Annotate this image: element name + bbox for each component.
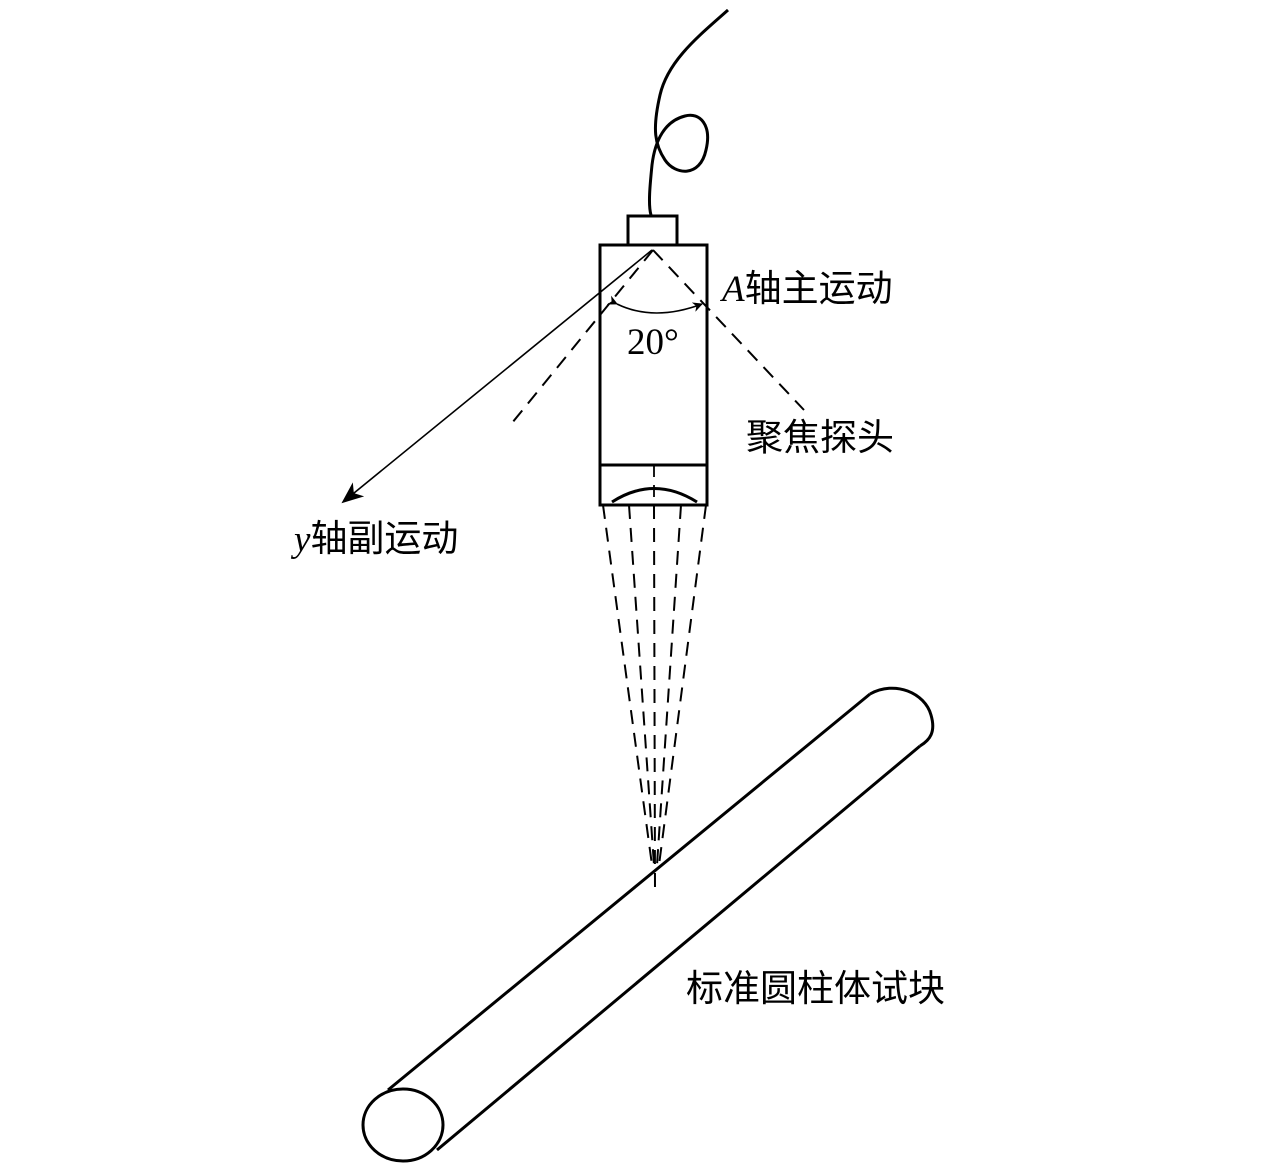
- probe-body: [598, 243, 709, 507]
- cylinder-specimen: [361, 686, 935, 1163]
- beam-line-3: [653, 504, 656, 891]
- y-axis-arrow: [341, 249, 653, 504]
- probe-connector: [626, 214, 679, 247]
- beam-line-2: [628, 504, 655, 866]
- probe-label: 聚焦探头: [746, 416, 894, 459]
- cone-line-right: [652, 249, 805, 411]
- probe-cable: [647, 8, 729, 216]
- angle-label: 20°: [627, 322, 679, 363]
- beam-line-4: [656, 504, 682, 866]
- y-axis-label: y轴副运动: [290, 517, 458, 560]
- beam-line-5: [658, 504, 707, 866]
- specimen-label: 标准圆柱体试块: [686, 967, 945, 1010]
- angle-arc: [606, 295, 703, 314]
- beam-line-1: [602, 504, 653, 866]
- cone-line-left: [511, 249, 654, 424]
- a-axis-label: A轴主运动: [719, 267, 893, 310]
